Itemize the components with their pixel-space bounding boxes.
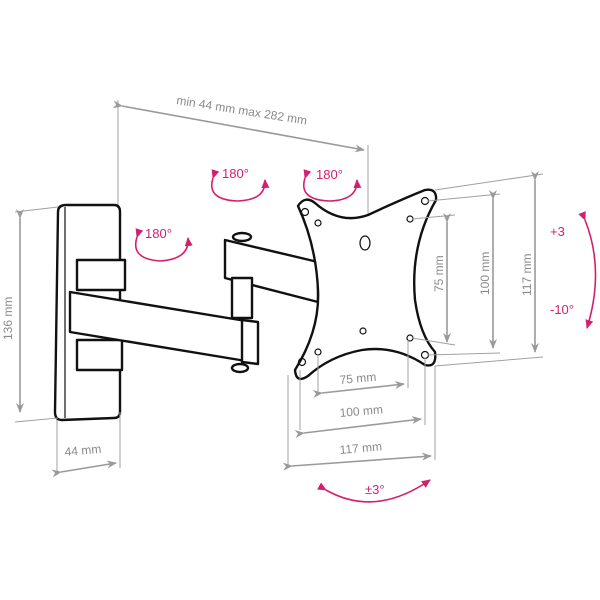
wall-plate-height-dimension: 136 mm [1,206,59,423]
swing-arm [68,231,320,374]
wall-plate-depth-dimension: 44 mm [51,412,121,478]
swivel-indicator-top-right: 180° [303,167,362,202]
swivel-indicator-wall: 180° [135,226,193,262]
rotation-indicator: ±3° [317,479,431,503]
vesa-plate [293,188,438,381]
vesa-h-100-label: 100 mm [339,402,383,420]
swivel-indicator-top-left: 180° [211,166,270,202]
tilt-up-label: +3 [550,224,565,239]
swivel-label: 180° [316,167,343,182]
vesa-v-75-label: 75 mm [432,255,446,292]
vesa-v-100-label: 100 mm [478,252,492,295]
extension-label: min 44 mm max 282 mm [176,93,309,127]
vesa-h-75-label: 75 mm [339,370,377,387]
horizontal-vesa-dimensions: 75 mm 100 mm 117 mm [282,340,436,471]
vertical-vesa-dimensions: 75 mm 100 mm 117 mm [411,171,544,367]
swivel-label: 180° [145,226,172,241]
tilt-indicator: +3 -10° [550,211,597,329]
plate-width-label: 117 mm [339,439,383,457]
rotation-label: ±3° [365,482,385,497]
tilt-down-label: -10° [550,302,574,317]
wall-plate-height-label: 136 mm [1,297,15,340]
wall-plate-depth-label: 44 mm [64,442,102,459]
swivel-label: 180° [222,166,249,181]
plate-height-label: 117 mm [520,254,534,296]
